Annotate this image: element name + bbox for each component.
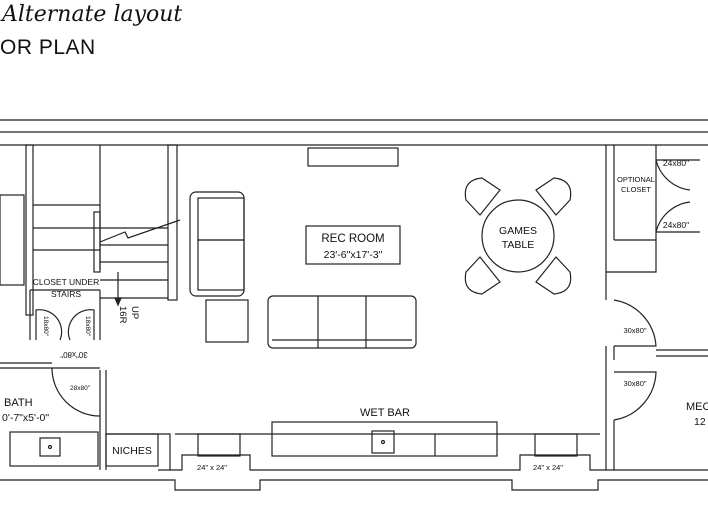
- closet-under-stairs-label2: STAIRS: [51, 289, 81, 299]
- plan-title: OR PLAN: [0, 36, 96, 59]
- closet-under-stairs-label: CLOSET UNDER: [33, 277, 99, 287]
- exterior-wall-bottom: [158, 454, 708, 471]
- plan-subtitle: Alternate layout: [2, 2, 183, 27]
- mech-door-top: [613, 299, 657, 347]
- rec-room-dims: 23'-6"x17'-3": [324, 249, 383, 261]
- stair-newel: [93, 211, 101, 273]
- bath-drain: [47, 444, 53, 450]
- exterior-wall-bottom-inner: [106, 433, 171, 470]
- stair-up-arrowhead: [114, 297, 122, 307]
- optional-closet-label: OPTIONAL: [617, 175, 655, 184]
- opt-closet-door-top-label: 24x80": [663, 158, 689, 168]
- niches-label: NICHES: [112, 445, 152, 457]
- bath-door-label2: 28x80": [70, 385, 91, 392]
- bath-sink: [39, 437, 61, 457]
- games-table: [481, 199, 555, 273]
- bath-door-swing: [51, 367, 101, 417]
- tv-console: [307, 147, 399, 167]
- wet-bar-drain: [380, 439, 386, 445]
- bath-dims: 0'-7"x5'-0": [2, 412, 49, 424]
- optional-closet-wall: [606, 239, 657, 273]
- bath-label: BATH: [4, 397, 33, 409]
- bath-vanity: [9, 431, 99, 467]
- stair-risers-label: 16R: [117, 306, 128, 324]
- optional-closet-label2: CLOSET: [621, 185, 651, 194]
- games-table-label: GAMES: [499, 225, 537, 237]
- stair-break-line: [99, 219, 181, 243]
- loveseat-left-back: [197, 197, 245, 241]
- exterior-wall-bottom-outer: [0, 479, 708, 491]
- games-chair-top-left: [464, 177, 501, 216]
- opt-closet-door-bottom-label: 24x80": [663, 220, 689, 230]
- opt-closet-door-top: [655, 159, 700, 191]
- opt-closet-door-bottom: [655, 201, 700, 233]
- games-chair-bottom-left: [464, 256, 501, 295]
- stair-up-label: UP: [129, 306, 140, 319]
- games-chair-top-right: [535, 177, 572, 216]
- bath-door-label: 30"x80": [60, 350, 88, 359]
- wet-bar-label: WET BAR: [360, 407, 410, 419]
- rec-room-label-box: [305, 225, 401, 265]
- ottoman: [205, 299, 249, 343]
- games-chair-bottom-right: [535, 256, 572, 295]
- wet-bar-counter: [271, 421, 498, 457]
- closet-door-right-label: 18x80": [84, 316, 91, 337]
- window-left: [197, 433, 241, 457]
- loveseat-left-seat: [197, 239, 245, 291]
- left-cabinet: [0, 194, 25, 286]
- mech-room-label: MEC: [686, 401, 708, 413]
- mech-door-bottom-label: 30x80": [623, 379, 646, 388]
- stair-right-wall: [167, 144, 178, 301]
- closet-door-left-label: 18x80": [42, 316, 49, 337]
- window-right-label: 24" x 24": [533, 463, 563, 472]
- mech-door-bottom: [613, 371, 657, 421]
- window-right: [534, 433, 578, 457]
- sofa: [267, 295, 417, 349]
- wet-bar-sink: [371, 430, 395, 454]
- closet-door-right-swing: [67, 309, 95, 341]
- mech-door-top-label: 30x80": [623, 326, 646, 335]
- window-left-label: 24" x 24": [197, 463, 227, 472]
- games-table-label2: TABLE: [502, 239, 534, 251]
- rec-room-name: REC ROOM: [321, 233, 384, 245]
- mech-room-dims: 12: [694, 416, 706, 428]
- closet-door-left-swing: [35, 309, 63, 341]
